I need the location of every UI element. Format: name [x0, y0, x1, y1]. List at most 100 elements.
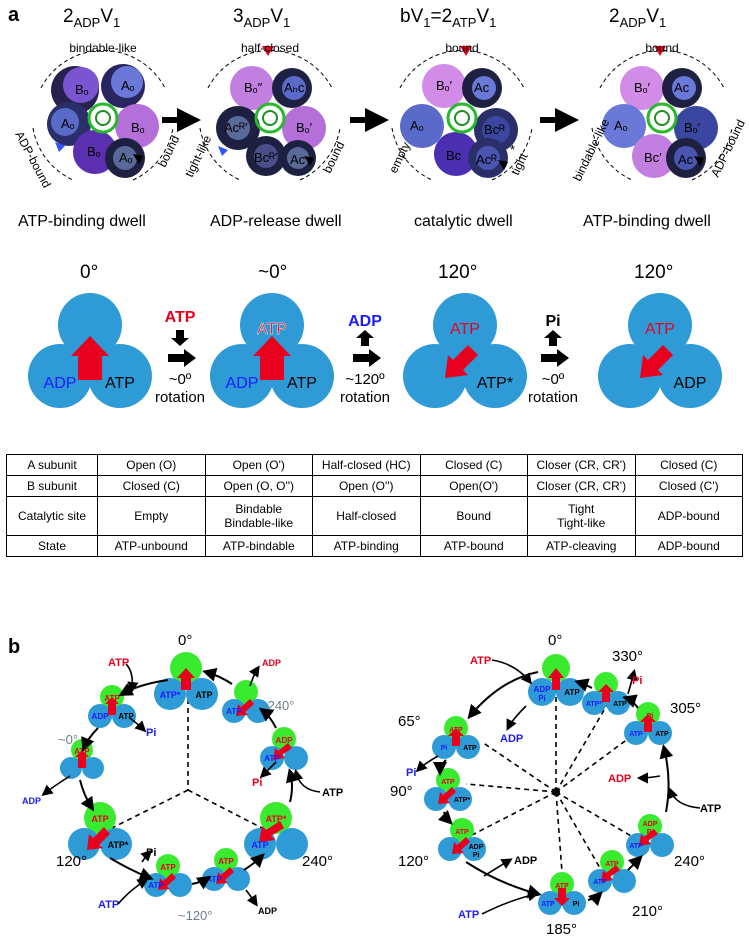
table-cell: ATP-unbound [97, 535, 206, 557]
table-cell: ADP-bound [634, 535, 743, 557]
subunit-label: Bᴄ [446, 148, 462, 163]
trimer-label: ADP [92, 712, 110, 721]
transition-rotation-word: rotation [528, 389, 578, 406]
transition-rotation-word: rotation [340, 389, 390, 406]
left-ul-trimer: ATP ADP ATP [88, 685, 136, 728]
trimer-label: ATP [541, 901, 555, 908]
right-210-trimer: ATP ATP [588, 850, 636, 893]
trimer-label: ATP [105, 375, 135, 392]
table-cell: Open (O, O'') [204, 475, 313, 497]
subunit-label: Bₒ′ [296, 120, 313, 135]
sub-angle-label: ~240° [260, 698, 294, 713]
table-cell: Empty [97, 496, 206, 536]
table-cell: Half-closed [312, 496, 421, 536]
table-cell: Closed (C) [634, 454, 743, 476]
angle-label: 65° [398, 713, 421, 730]
structure-2: Bₒ″ Aₕᴄ Aᴄᴿ′ Bₒ′ Bᴄᴿ′ Aᴄ half-closed tig… [182, 41, 347, 181]
ligand-label: ADP [500, 733, 523, 745]
trimer-label: ADP [643, 821, 658, 828]
angle-label: 330° [612, 648, 643, 665]
site-label: bindable-like [570, 116, 612, 183]
row-header: State [6, 535, 98, 557]
site-label: half-closed [241, 41, 299, 55]
site-label: tight-like [182, 133, 214, 180]
structure-3: Bₒ′ Aᴄ Aₒ Bᴄᴿ Bᴄ Aᴄᴿ * bound empty tight [386, 41, 533, 181]
subunit-label: Aᴄ [674, 80, 690, 95]
transition-rotation: ~0º [542, 371, 565, 388]
trimer-label: Pi [473, 852, 480, 859]
subunit-label: Bₒ′ [634, 80, 651, 95]
transition-2: ADP ~120º rotation [340, 313, 390, 406]
table-cell: ATP-cleaving [527, 535, 636, 557]
right-120-trimer: ATP ADP Pi [438, 818, 486, 861]
ligand-label: ATP [458, 909, 479, 921]
trimer-label: ATP [287, 375, 317, 392]
trimer-4: ATP ADP [598, 293, 722, 408]
transition-3: Pi ~0º rotation [528, 313, 578, 406]
site-label: bound [320, 139, 347, 175]
subunit-label: Aₒ [121, 78, 135, 93]
dwell-label-2: ADP-release dwell [210, 213, 342, 230]
subunit-label: Aᴄ [290, 152, 306, 167]
trimer-label: ATP [629, 843, 643, 850]
left-240-trimer: ATP* ATP [244, 802, 308, 860]
angle-label: 120° [56, 853, 87, 870]
angle-label: 0° [178, 632, 192, 649]
dwell-label-4: ATP-binding dwell [583, 213, 711, 230]
subunit-label: Aₒ [410, 118, 424, 133]
angle-label: 120° [398, 853, 429, 870]
trimer-label: ATP [264, 754, 280, 763]
trimer-label: ATP [463, 745, 477, 752]
site-label: bindable-like [69, 41, 137, 55]
site-label: ADP-bound [12, 129, 53, 190]
panel-a-label: a [8, 4, 20, 26]
trimer-label: ADP [674, 375, 707, 392]
asterisk: * [510, 142, 515, 157]
ligand-label: ATP [470, 655, 491, 667]
trimer-label: ADP [226, 375, 259, 392]
trimer-label: ATP [257, 321, 287, 338]
left-b2-trimer: ATP ATP [202, 848, 250, 891]
trimer-label: Pi [573, 901, 580, 908]
panel-b-label: b [8, 636, 21, 658]
trimer-label: ATP [206, 875, 222, 884]
table-cell: Open(O') [419, 475, 528, 497]
ligand-label: Pi [146, 727, 156, 739]
trimer-label: ADP [534, 685, 552, 694]
trimer-label: ATP [218, 857, 234, 866]
trimer-label: ADP [469, 844, 484, 851]
angle-label-3: 120° [438, 262, 478, 283]
left-cycle: ATP* ATP 0° ATP ADP ATP ATP ~0° [22, 632, 343, 923]
trimer-schematic-row: ADP ATP ATP ADP ATP ATP ATP* ATP ADP ATP… [28, 293, 722, 408]
angle-label-2: ~0° [258, 262, 288, 283]
table-cell: Bound [419, 496, 528, 536]
trimer-label: ATP [613, 701, 627, 708]
subunit-label: Bₒ [75, 82, 89, 97]
right-65-trimer: ATP Pi ATP [432, 716, 480, 759]
table-cell: Closed (C) [419, 454, 528, 476]
row-header: A subunit [6, 454, 98, 476]
subunit-label: Bᴄᴿ [484, 122, 505, 137]
ligand-label: ATP [700, 803, 721, 815]
trimer-label: ATP [555, 883, 569, 890]
trimer-1: ADP ATP [28, 293, 152, 408]
trimer-label: ADP [44, 375, 77, 392]
trimer-label: ATP [455, 829, 469, 836]
angle-label: 305° [670, 700, 701, 717]
trimer-label: ATP [118, 712, 134, 721]
trimer-label: ATP [449, 727, 463, 734]
trimer-label: ADP [276, 736, 294, 745]
subunit-label: Bₒ′ [436, 78, 453, 93]
structure-1: Bₒ Aₒ Aₒ Bₒ Bₒ Aₒ bindable-like ADP-boun… [12, 41, 182, 190]
right-top-trimer: ADP Pi ATP [528, 654, 584, 706]
ligand-label: Pi [632, 675, 642, 687]
trimer-label: ATP [450, 321, 480, 338]
trimer-label: ATP [148, 881, 164, 890]
subunit-label: Aₒ [61, 116, 75, 131]
trimer-label: ATP* [586, 701, 602, 708]
table-cell: Open (O) [97, 454, 206, 476]
trimer-label: ATP [104, 694, 120, 703]
site-label: bound [445, 41, 478, 55]
state-title-2: 3ADPV1 [233, 6, 291, 30]
ligand-label: ATP [98, 899, 119, 911]
